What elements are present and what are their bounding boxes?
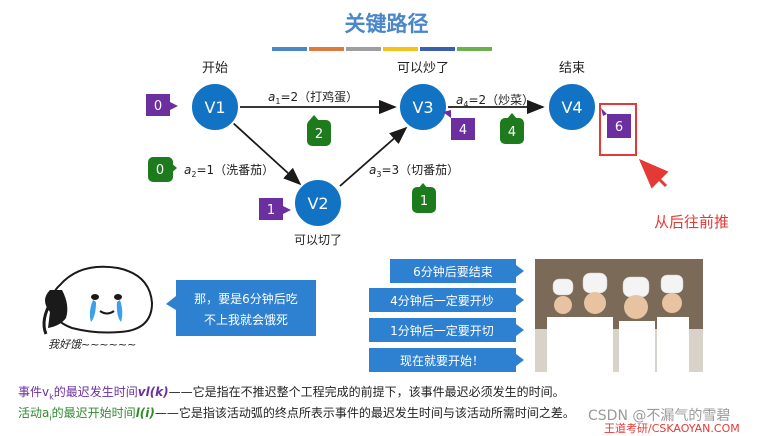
brand-label: 王道考研/CSKAOYAN.COM	[604, 422, 740, 435]
hungry-caption: 我好饿~~~~~~	[48, 338, 136, 351]
svg-text:V1: V1	[204, 98, 225, 117]
edge-v2-v3	[339, 126, 408, 187]
svg-text:V2: V2	[307, 194, 328, 213]
green-badge-a3: 1	[412, 183, 436, 213]
footer-line-2: 活动ai的最迟开始时间l(i)——它是指该活动弧的终点所表示事件的最迟发生时间与…	[18, 406, 575, 423]
svg-text:V4: V4	[561, 98, 582, 117]
crying-cartoon	[42, 265, 154, 335]
svg-text:6分钟后要结束: 6分钟后要结束	[413, 264, 493, 279]
edge-label-a1: a1=2（打鸡蛋）	[268, 89, 358, 106]
svg-text:那，要是6分钟后吃: 那，要是6分钟后吃	[194, 291, 298, 306]
color-bar-segment	[309, 47, 344, 51]
callout-2: 4分钟后一定要开炒	[369, 288, 524, 312]
caption-v3: 可以炒了	[397, 61, 449, 76]
svg-text:V3: V3	[412, 98, 433, 117]
green-badge-a4: 4	[500, 113, 524, 144]
caption-v4: 结束	[559, 61, 585, 76]
svg-text:1: 1	[420, 194, 428, 209]
callout-4: 现在就要开始！	[369, 348, 524, 372]
callout-1: 6分钟后要结束	[390, 259, 524, 283]
right-note: 从后往前推	[654, 213, 729, 231]
page-title: 关键路径	[344, 12, 429, 36]
v4-highlight-box	[599, 103, 637, 156]
svg-text:不上我就会饿死: 不上我就会饿死	[204, 313, 288, 327]
node-v3: V3	[398, 82, 448, 132]
caption-v2: 可以切了	[294, 233, 342, 247]
svg-text:0: 0	[156, 163, 164, 178]
svg-text:2: 2	[315, 127, 323, 142]
svg-text:0: 0	[154, 99, 162, 114]
svg-text:1分钟后一定要开切: 1分钟后一定要开切	[390, 323, 494, 338]
purple-badge-v4: 6	[601, 108, 631, 138]
red-pointer-arrow	[638, 158, 669, 189]
green-badge-a2: 0	[148, 157, 177, 182]
footer-line-1: 事件vk的最迟发生时间vl(k)——它是指在不推迟整个工程完成的前提下，该事件最…	[18, 385, 565, 402]
color-bar-segment	[383, 47, 418, 51]
watermark: CSDN @不漏气的雪碧	[588, 408, 731, 424]
svg-text:1: 1	[267, 203, 275, 218]
node-v2: V2	[293, 178, 343, 228]
purple-badge-v1: 0	[146, 94, 178, 116]
speech-bubble: 那，要是6分钟后吃 不上我就会饿死	[166, 280, 316, 336]
edge-label-a2: a2=1（洗番茄）	[184, 163, 274, 179]
edge-v1-v2	[231, 121, 302, 186]
svg-text:4: 4	[459, 123, 467, 138]
caption-v1: 开始	[202, 61, 228, 76]
svg-text:4: 4	[508, 125, 516, 140]
callout-3: 1分钟后一定要开切	[369, 318, 524, 342]
purple-badge-v3: 4	[443, 110, 475, 140]
chefs-photo	[535, 259, 703, 372]
edge-label-a4: a4=2（炒菜）	[456, 93, 534, 109]
color-bar-segment	[457, 47, 492, 51]
purple-badge-v2: 1	[259, 198, 291, 220]
edge-label-a3: a3=3（切番茄）	[369, 163, 459, 179]
svg-text:4分钟后一定要开炒: 4分钟后一定要开炒	[390, 293, 494, 308]
node-v1: V1	[190, 82, 240, 132]
svg-text:现在就要开始！: 现在就要开始！	[400, 354, 484, 368]
svg-text:6: 6	[615, 120, 623, 135]
color-bar-segment	[272, 47, 307, 51]
green-badge-a1: 2	[307, 115, 331, 146]
color-bar-segment	[346, 47, 381, 51]
color-bar-segment	[420, 47, 455, 51]
node-v4: V4	[547, 82, 597, 132]
